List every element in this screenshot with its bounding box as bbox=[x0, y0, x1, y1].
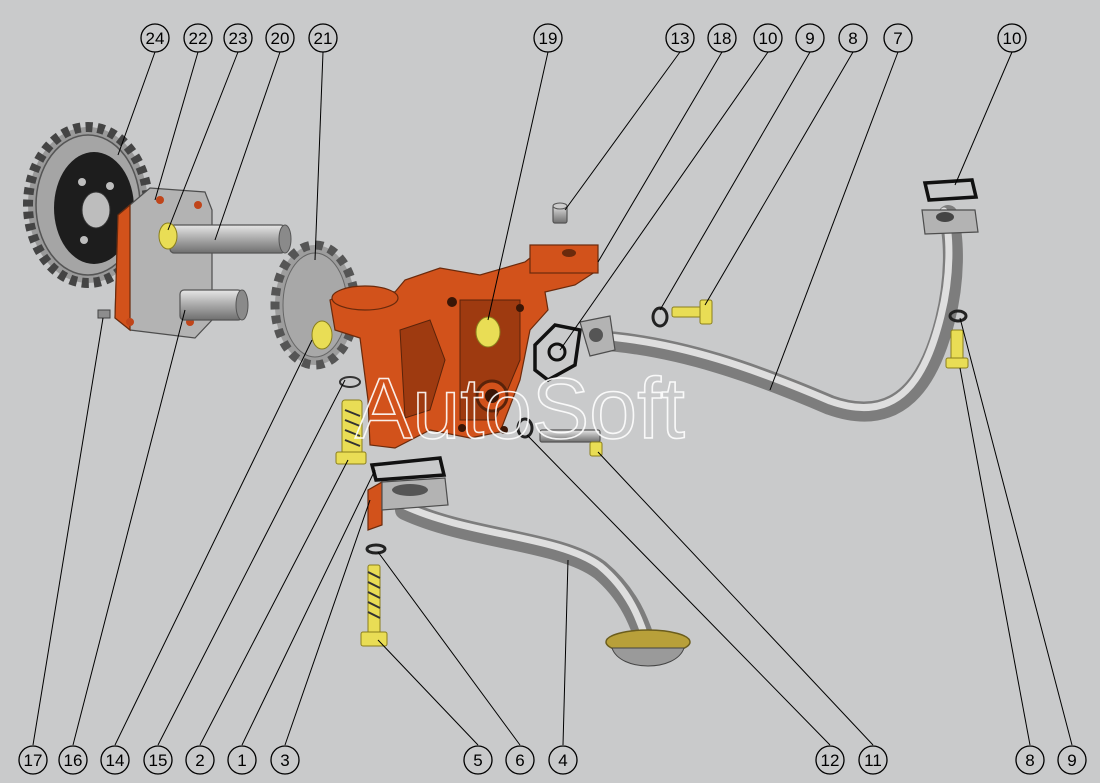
svg-text:5: 5 bbox=[473, 751, 482, 770]
svg-text:9: 9 bbox=[1067, 751, 1076, 770]
svg-text:19: 19 bbox=[539, 29, 558, 48]
callout-19: 19 bbox=[533, 23, 563, 53]
callout-13: 13 bbox=[665, 23, 695, 53]
bolt-delivery-pipe-a bbox=[671, 299, 713, 325]
delivery-pipe bbox=[579, 205, 979, 422]
svg-text:23: 23 bbox=[229, 29, 248, 48]
pump-gear bbox=[270, 240, 360, 370]
svg-text:4: 4 bbox=[558, 751, 567, 770]
svg-text:22: 22 bbox=[189, 29, 208, 48]
callout-10-top: 10 bbox=[753, 23, 783, 53]
svg-text:17: 17 bbox=[24, 751, 43, 770]
suction-flange-gasket bbox=[369, 456, 447, 482]
dowel-sleeve bbox=[552, 202, 568, 224]
svg-text:6: 6 bbox=[515, 751, 524, 770]
svg-text:15: 15 bbox=[149, 751, 168, 770]
outlet-gasket bbox=[533, 323, 582, 383]
svg-text:18: 18 bbox=[713, 29, 732, 48]
callout-10-right: 10 bbox=[997, 23, 1027, 53]
svg-text:9: 9 bbox=[805, 29, 814, 48]
callout-18: 18 bbox=[707, 23, 737, 53]
callout-9-bottom: 9 bbox=[1057, 745, 1087, 775]
washer-c bbox=[516, 417, 534, 439]
svg-text:20: 20 bbox=[271, 29, 290, 48]
callout-17: 17 bbox=[18, 745, 48, 775]
svg-text:8: 8 bbox=[848, 29, 857, 48]
svg-text:10: 10 bbox=[1003, 29, 1022, 48]
callout-7: 7 bbox=[883, 23, 913, 53]
svg-text:11: 11 bbox=[864, 751, 882, 770]
callout-20: 20 bbox=[265, 23, 295, 53]
relief-valve bbox=[335, 376, 367, 465]
callout-12: 12 bbox=[815, 745, 845, 775]
callout-1: 1 bbox=[227, 745, 257, 775]
callout-5: 5 bbox=[463, 745, 493, 775]
suction-washer bbox=[365, 543, 387, 555]
callout-3: 3 bbox=[270, 745, 300, 775]
callout-16: 16 bbox=[58, 745, 88, 775]
svg-text:2: 2 bbox=[195, 751, 204, 770]
callout-23: 23 bbox=[223, 23, 253, 53]
callout-9-top: 9 bbox=[795, 23, 825, 53]
suction-pipe bbox=[367, 477, 691, 667]
svg-text:24: 24 bbox=[146, 29, 165, 48]
callout-2: 2 bbox=[185, 745, 215, 775]
washer-b bbox=[948, 309, 968, 323]
bolt-delivery-pipe-b bbox=[945, 329, 969, 369]
pump-housing bbox=[329, 244, 599, 449]
callout-4: 4 bbox=[548, 745, 578, 775]
callout-15: 15 bbox=[143, 745, 173, 775]
callout-24: 24 bbox=[140, 23, 170, 53]
callout-8-top: 8 bbox=[838, 23, 868, 53]
svg-text:12: 12 bbox=[821, 751, 840, 770]
callout-11: 11 bbox=[858, 745, 888, 775]
svg-text:3: 3 bbox=[280, 751, 289, 770]
pin bbox=[97, 309, 111, 319]
callout-22: 22 bbox=[183, 23, 213, 53]
driven-shaft bbox=[179, 289, 249, 321]
callout-21: 21 bbox=[308, 23, 338, 53]
leader-lines bbox=[32, 51, 1073, 746]
callout-14: 14 bbox=[100, 745, 130, 775]
drive-shaft bbox=[158, 222, 292, 254]
callout-6: 6 bbox=[505, 745, 535, 775]
watermark: AutoSoft bbox=[355, 361, 685, 457]
svg-text:13: 13 bbox=[671, 29, 690, 48]
svg-text:1: 1 bbox=[237, 751, 246, 770]
bolt-housing bbox=[539, 429, 603, 457]
svg-text:16: 16 bbox=[64, 751, 83, 770]
svg-text:8: 8 bbox=[1025, 751, 1034, 770]
svg-text:7: 7 bbox=[893, 29, 902, 48]
svg-text:10: 10 bbox=[759, 29, 778, 48]
callout-8-bottom: 8 bbox=[1015, 745, 1045, 775]
suction-bolt bbox=[360, 564, 388, 647]
pipe-flange-gasket bbox=[922, 178, 979, 202]
washer-a bbox=[651, 306, 669, 328]
svg-text:14: 14 bbox=[106, 751, 125, 770]
svg-text:21: 21 bbox=[314, 29, 333, 48]
